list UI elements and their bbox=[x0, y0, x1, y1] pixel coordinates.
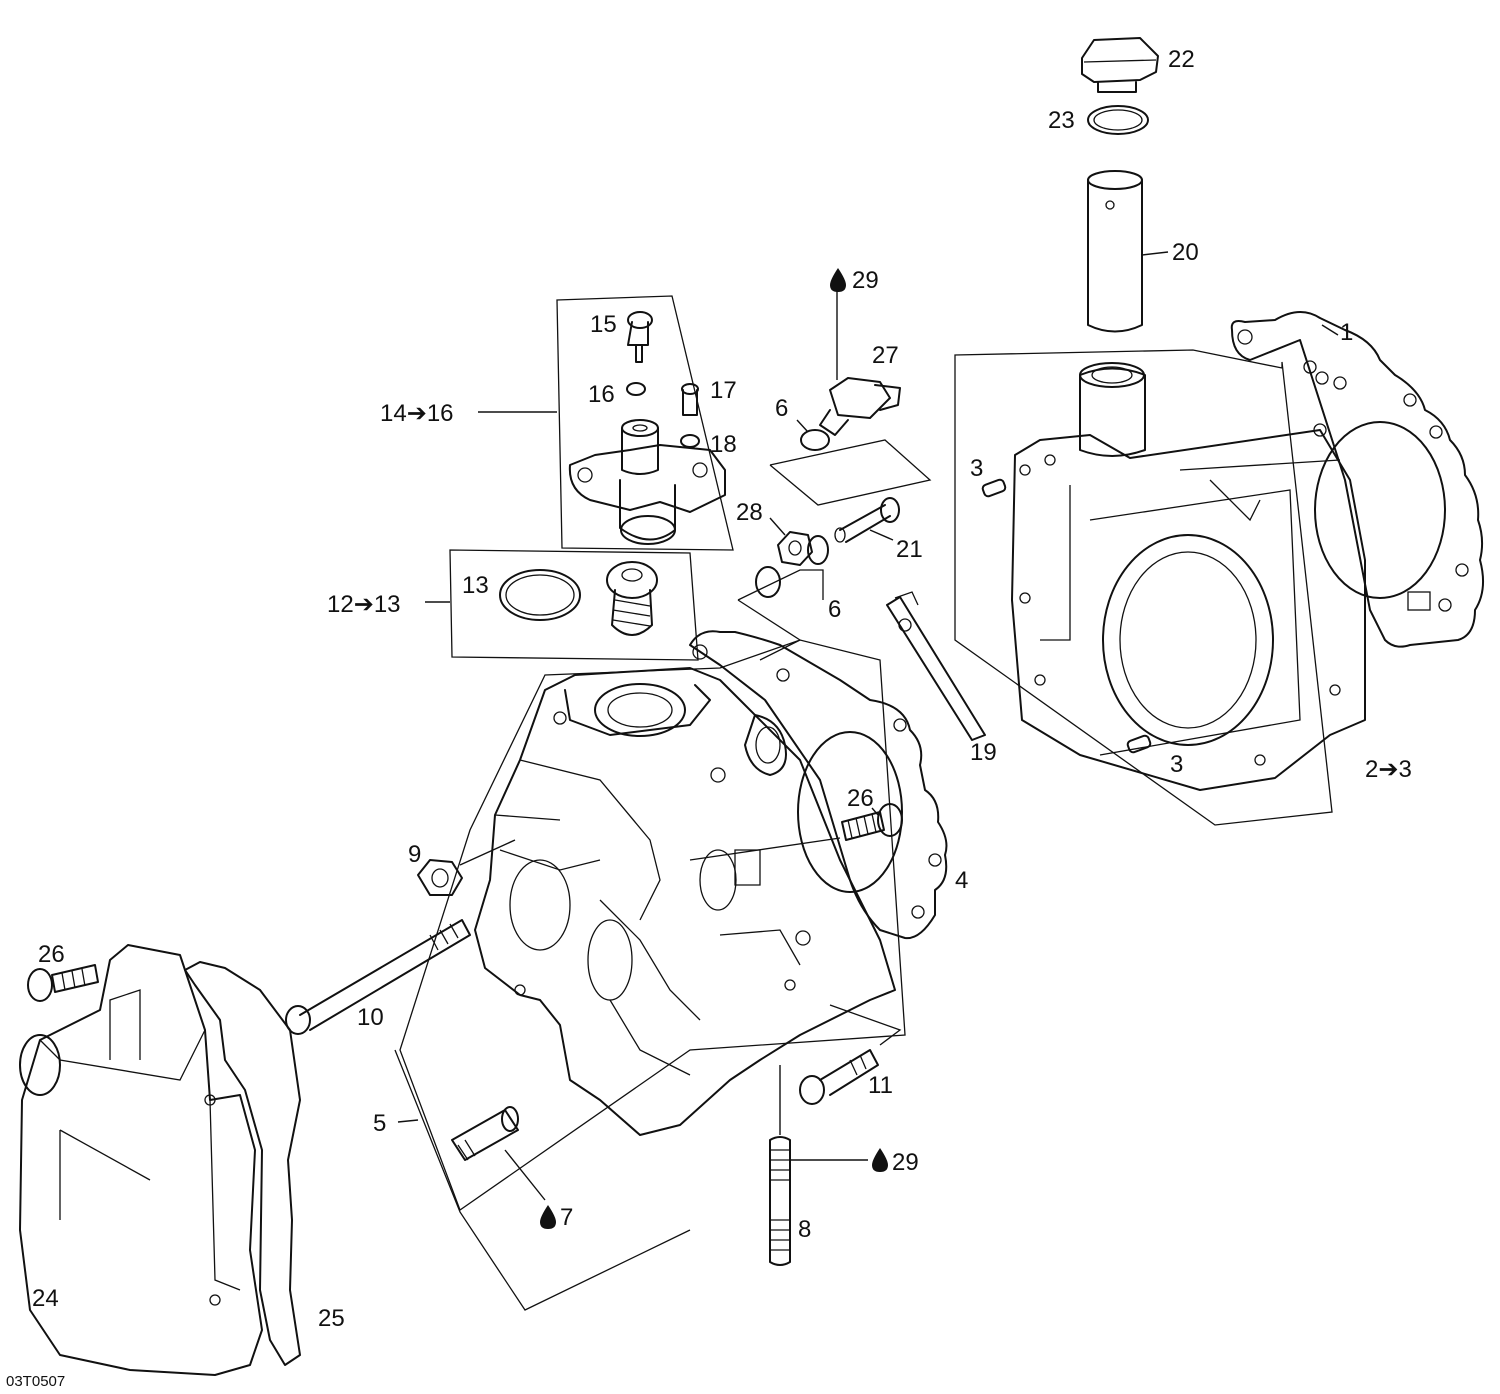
label-29-lower: 29 bbox=[892, 1149, 919, 1176]
label-26-lower: 26 bbox=[38, 941, 65, 968]
label-26-upper: 26 bbox=[847, 785, 874, 812]
bolt-part-11 bbox=[799, 1049, 879, 1105]
label-7: 7 bbox=[560, 1204, 573, 1231]
label-20: 20 bbox=[1172, 239, 1199, 266]
label-27: 27 bbox=[872, 342, 899, 369]
label-28: 28 bbox=[736, 499, 763, 526]
cylinder-group-box bbox=[954, 349, 1333, 826]
cover-gasket-part-25 bbox=[184, 961, 301, 1366]
label-1: 1 bbox=[1340, 319, 1353, 346]
label-21: 21 bbox=[896, 536, 923, 563]
bolt-part-26-lower bbox=[27, 964, 99, 1002]
label-3-upper: 3 bbox=[970, 455, 983, 482]
dowel-part-3-upper bbox=[981, 478, 1007, 498]
drop-icon-7 bbox=[540, 1205, 556, 1229]
washer-part-16 bbox=[626, 382, 646, 396]
drop-icon-29-lower bbox=[872, 1148, 888, 1172]
cylinder-head-group-box bbox=[399, 639, 906, 1212]
label-6-lower: 6 bbox=[828, 596, 841, 623]
label-10: 10 bbox=[357, 1004, 384, 1031]
label-25: 25 bbox=[318, 1305, 345, 1332]
head-gasket-part-4 bbox=[689, 630, 948, 940]
seal-ring-part-23 bbox=[1087, 105, 1149, 135]
bolt-part-17 bbox=[681, 383, 699, 416]
temperature-sensor-part-27 bbox=[819, 377, 901, 436]
sleeve-part-20 bbox=[1087, 170, 1143, 333]
thermostat-group-box bbox=[449, 549, 699, 661]
label-13-inside: 13 bbox=[462, 572, 489, 599]
thermostat bbox=[606, 561, 658, 636]
label-17: 17 bbox=[710, 377, 737, 404]
washer-part-6-b bbox=[755, 566, 781, 598]
label-9: 9 bbox=[408, 841, 421, 868]
label-range-2-3: 2➔3 bbox=[1365, 756, 1412, 783]
plug-part-22 bbox=[1081, 37, 1159, 93]
label-24: 24 bbox=[32, 1285, 59, 1312]
label-16: 16 bbox=[588, 381, 615, 408]
dowel-part-3-lower bbox=[1126, 734, 1152, 754]
thermostat-housing bbox=[568, 419, 726, 545]
valve-cover-part-24 bbox=[19, 944, 263, 1376]
washer-part-6-a bbox=[807, 535, 829, 565]
label-15: 15 bbox=[590, 311, 617, 338]
reference-code: 03T0507 bbox=[6, 1373, 65, 1390]
label-8: 8 bbox=[798, 1216, 811, 1243]
label-22: 22 bbox=[1168, 46, 1195, 73]
label-23: 23 bbox=[1048, 107, 1075, 134]
label-29-upper: 29 bbox=[852, 267, 879, 294]
label-range-14-16: 14➔16 bbox=[380, 400, 454, 427]
label-11: 11 bbox=[868, 1072, 893, 1099]
stud-part-8 bbox=[769, 1136, 791, 1266]
drop-icon-29-upper bbox=[830, 268, 846, 292]
nut-part-9 bbox=[417, 859, 463, 896]
label-5: 5 bbox=[373, 1110, 386, 1137]
washer-part-6-upper bbox=[800, 429, 830, 451]
cylinder-base-gasket-part-1 bbox=[1230, 311, 1485, 648]
label-18: 18 bbox=[710, 431, 737, 458]
nut-part-28 bbox=[777, 531, 813, 566]
valve-guide-part-5 bbox=[451, 1106, 519, 1161]
cylinder-block bbox=[1011, 362, 1366, 791]
label-19: 19 bbox=[970, 739, 997, 766]
chain-guide-part-19 bbox=[886, 591, 986, 741]
bolt-part-26-upper bbox=[841, 803, 903, 841]
label-3-lower: 3 bbox=[1170, 751, 1183, 778]
thermostat-housing-group-box bbox=[556, 295, 734, 551]
label-range-12-13: 12➔13 bbox=[327, 591, 401, 618]
cylinder-head bbox=[474, 667, 896, 1136]
screw-part-15 bbox=[627, 311, 653, 363]
banjo-bolt-part-21 bbox=[834, 497, 900, 543]
thermostat-seal-part-13 bbox=[499, 569, 581, 621]
label-4: 4 bbox=[955, 867, 968, 894]
washer-part-18 bbox=[680, 434, 700, 448]
long-bolt-part-10 bbox=[285, 919, 471, 1035]
label-6-upper: 6 bbox=[775, 395, 788, 422]
